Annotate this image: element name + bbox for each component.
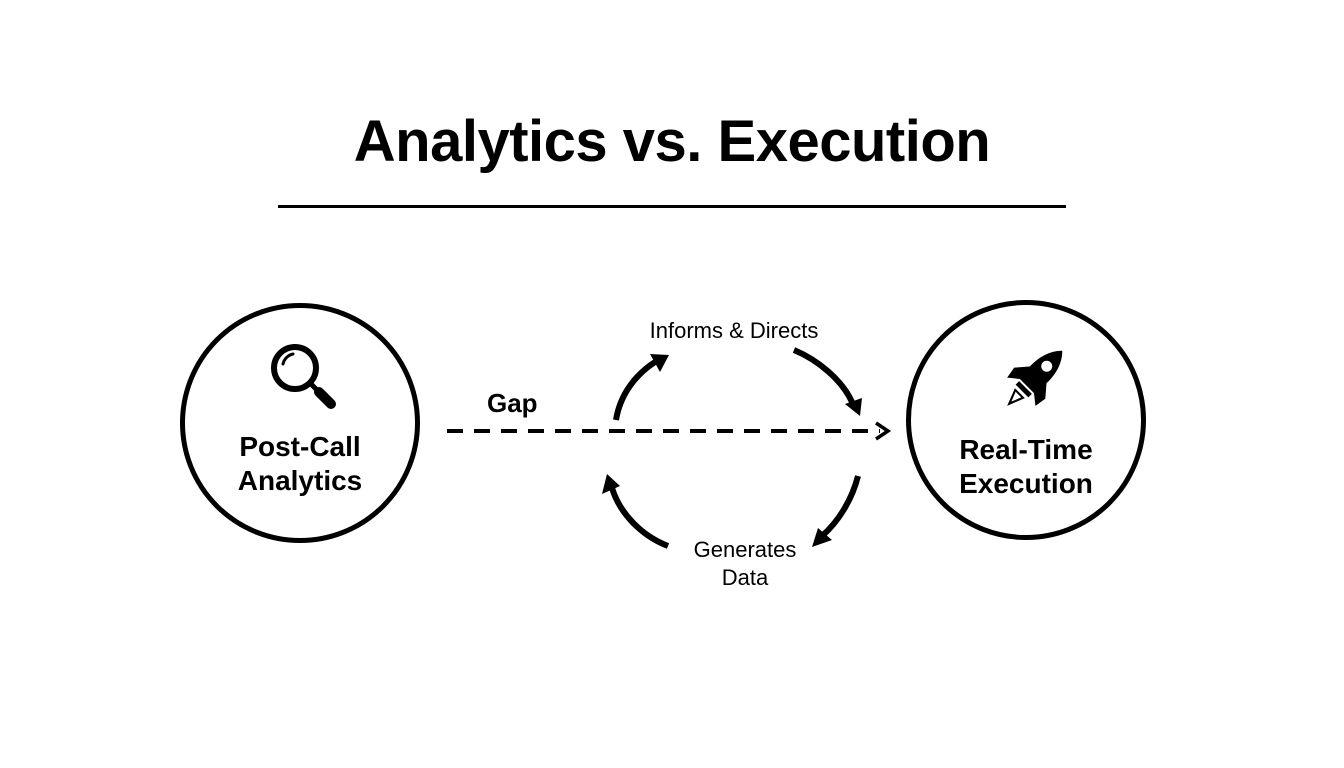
- cycle-arrows: [609, 347, 861, 549]
- diagram-title: Analytics vs. Execution: [353, 109, 991, 174]
- arc-up-bottom-left-arrow: [609, 487, 670, 549]
- informs-directs-label: Informs & Directs: [649, 318, 819, 343]
- label-line: Data: [721, 565, 769, 590]
- real-time-execution-node: Real-Time Execution: [906, 300, 1146, 540]
- label-line: Generates: [693, 537, 797, 562]
- node-label-line: Analytics: [237, 465, 363, 496]
- generates-data-label: Generates Data: [660, 536, 830, 592]
- rocket-icon: [996, 337, 1072, 426]
- arc-down-right-arrow: [792, 347, 855, 404]
- magnifying-glass-icon: [267, 340, 343, 421]
- node-label-line: Real-Time: [959, 434, 1093, 465]
- gap-dashed-arrow: [447, 421, 892, 441]
- node-label: Real-Time Execution: [911, 433, 1141, 501]
- node-label: Post-Call Analytics: [185, 430, 415, 498]
- title-divider: [278, 205, 1066, 208]
- arc-down-bottom-arrow: [819, 475, 861, 539]
- gap-label: Gap: [487, 388, 538, 418]
- arc-up-left-arrow: [613, 359, 657, 421]
- node-label-line: Post-Call: [239, 431, 361, 462]
- post-call-analytics-node: Post-Call Analytics: [180, 303, 420, 543]
- node-label-line: Execution: [959, 468, 1093, 499]
